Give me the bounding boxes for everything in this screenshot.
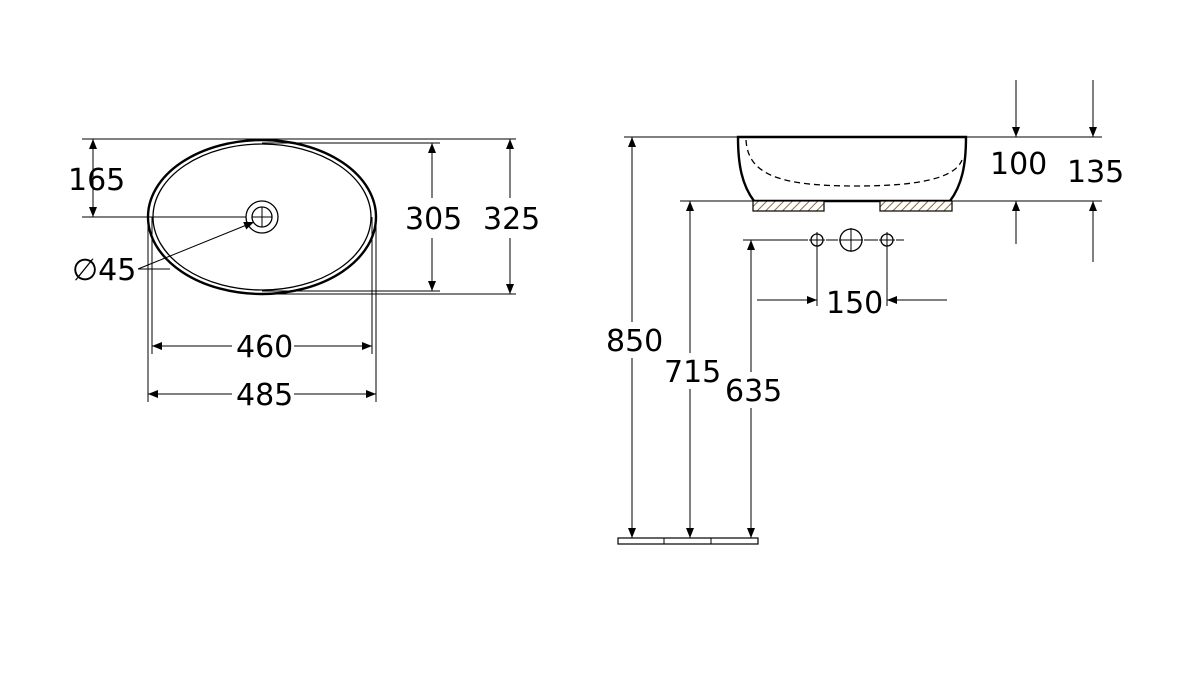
top-view: 165 305 325 ∅45 460 485: [68, 138, 540, 413]
tap-hole-left-icon: [809, 232, 825, 248]
basin-side-profile: [736, 135, 968, 203]
dim-basin-outer-height: 135: [1067, 155, 1124, 190]
floor-line: [617, 537, 759, 545]
dim-tap-height: 635: [725, 374, 782, 409]
dim-total-height: 850: [606, 324, 663, 359]
dim-outer-width: 485: [236, 378, 293, 413]
side-view: 850 715 635 100 135 150: [605, 80, 1124, 545]
dim-tap-spacing: 150: [826, 286, 883, 321]
tap-hole-right-icon: [879, 232, 895, 248]
dim-outlet-offset: 165: [68, 163, 125, 198]
dim-inner-width: 460: [236, 330, 293, 365]
dim-inner-depth: 305: [405, 202, 462, 237]
dim-base-height: 715: [664, 355, 721, 390]
dim-outer-depth: 325: [483, 202, 540, 237]
basin-foot-right: [879, 200, 953, 212]
waste-outlet-icon: [839, 228, 863, 252]
outlet-symbol: [245, 200, 279, 234]
dim-basin-inner-height: 100: [990, 147, 1047, 182]
dim-outlet-diameter: ∅45: [72, 253, 136, 288]
basin-foot-left: [752, 200, 825, 212]
